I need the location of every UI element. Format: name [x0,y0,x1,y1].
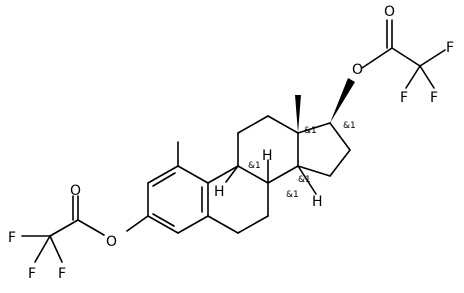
bond-o-c-left [77,219,105,236]
atom-h-c14: H [312,194,323,210]
atom-f-top-3: F [400,90,408,106]
bond-c14-h [297,165,317,195]
bond-a-inner1 [152,172,176,187]
bond-c3 [267,115,299,134]
atom-f-left-1: F [8,230,16,246]
atom-o-ester-top: O [352,62,363,78]
bond-c13-methyl-wedge [295,95,301,133]
bond-cf-top-2 [419,65,435,89]
bond-d2 [329,149,351,177]
bond-d3 [329,122,351,151]
bond-c9-h [225,165,239,183]
atom-f-top-1: F [446,40,454,56]
bonds [21,19,446,263]
bond-cf-top-3 [405,65,421,89]
bond-cf-left-2 [34,235,51,263]
bond-b2 [237,165,269,184]
bond-c17-o-wedge [330,78,355,123]
atom-labels: O O F F F O O F F F H H H [8,4,454,282]
bond-c5 [267,165,299,184]
bond-a2 [177,165,209,184]
stereo-c14: &1 [298,175,311,185]
bond-cf-left-3 [49,235,63,263]
bond-b5 [207,215,239,234]
bond-cf-top-1 [419,49,446,67]
bond-c-cf3-top [391,47,421,67]
atom-h-c8: H [262,148,273,164]
bond-d4 [297,122,331,134]
stereo-labels: &1 &1 &1 &1 &1 [248,121,356,200]
atom-f-top-2: F [430,90,438,106]
bond-c-cf3-left [49,219,79,237]
bond-o-c-top [361,47,393,69]
bond-b4 [237,215,269,234]
atom-f-left-3: F [58,266,66,282]
atom-h-c9: H [214,184,225,200]
bond-d1 [297,165,331,177]
atom-o-carbonyl-top: O [384,4,395,20]
bond-b1 [207,165,239,184]
stereo-c13: &1 [304,126,317,136]
bond-c2 [237,115,269,134]
bond-a4 [177,215,209,234]
bond-a5 [147,215,179,234]
atom-o-ester-left: O [106,234,117,250]
atom-f-left-2: F [28,266,36,282]
bond-a1 [147,165,179,184]
atom-o-carbonyl-left: O [70,183,81,199]
bond-c3-o [126,215,149,232]
bond-a-inner3 [152,213,175,227]
stereo-c17: &1 [343,121,356,131]
stereo-c9: &1 [248,161,261,171]
stereo-c8: &1 [286,190,299,200]
